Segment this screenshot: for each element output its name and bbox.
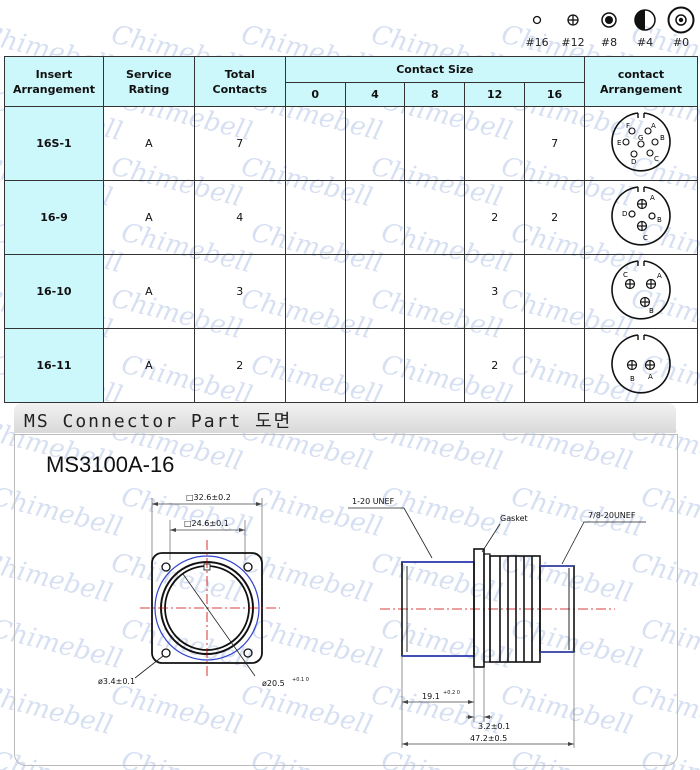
dim-length-1: 19.1 — [422, 692, 440, 701]
dim-bore-tolerance: +0.1 0 — [292, 677, 309, 683]
label-thread-1: 1-20 UNEF — [352, 497, 395, 506]
cell-arrangement: A B C D — [584, 180, 698, 255]
cell-total: 7 — [193, 106, 286, 181]
pin-label: C — [654, 155, 659, 163]
legend-label: #12 — [561, 36, 585, 49]
pin-label: G — [638, 134, 643, 142]
arrangement-diagram-16s-1: F A B C D E G — [611, 112, 671, 172]
pin-label: B — [660, 134, 665, 142]
pin-label: A — [648, 373, 653, 381]
header-contact-arrangement: contact Arrangement — [584, 56, 698, 107]
section-banner: MS Connector Part 도면 — [14, 403, 676, 433]
cell-total: 3 — [193, 254, 286, 329]
cell-size-12 — [464, 106, 526, 181]
label-gasket: Gasket — [500, 514, 528, 523]
dim-outer-square: □32.6±0.2 — [186, 493, 231, 502]
cell-arrangement: F A B C D E G — [584, 106, 698, 181]
legend-label: #0 — [672, 36, 690, 49]
cell-size-0 — [284, 254, 346, 329]
insert-arrangement-table: Insert Arrangement Service Rating Total … — [4, 56, 698, 403]
legend-item-4: #4 — [630, 6, 660, 49]
legend-item-8: #8 — [594, 6, 624, 49]
dim-mount-hole: ø3.4±0.1 — [98, 677, 135, 686]
header-size-0: 0 — [284, 82, 346, 107]
cell-size-16 — [524, 328, 585, 403]
pin-label: D — [622, 210, 627, 218]
cell-service: A — [102, 180, 195, 255]
header-size-4: 4 — [344, 82, 406, 107]
cell-insert: 16-10 — [4, 254, 104, 329]
dim-bore: ø20.5 — [262, 679, 285, 688]
label-thread-2: 7/8-20UNEF — [588, 511, 636, 520]
cell-size-4 — [344, 180, 406, 255]
cell-size-16: 2 — [524, 180, 585, 255]
legend-item-16: #16 — [522, 6, 552, 49]
cell-arrangement: A B C — [584, 254, 698, 329]
pin-label: A — [650, 194, 655, 202]
pin-label: E — [617, 139, 621, 147]
arrangement-diagram-16-9: A B C D — [611, 186, 671, 246]
legend-item-12: #12 — [558, 6, 588, 49]
drawing-frame — [14, 434, 678, 766]
legend-label: #16 — [525, 36, 549, 49]
contact-size-legend: #16 #12 #8 #4 #0 — [522, 6, 696, 49]
pin-label: B — [649, 307, 654, 315]
legend-label: #8 — [600, 36, 618, 49]
cell-insert: 16S-1 — [4, 106, 104, 181]
cell-service: A — [102, 254, 195, 329]
model-number: MS3100A-16 — [46, 452, 175, 477]
pin-label: A — [651, 122, 656, 130]
arrangement-diagram-16-11: A B — [611, 334, 671, 394]
contact-12-icon — [567, 14, 579, 26]
contact-8-icon — [601, 12, 617, 28]
cell-size-8 — [404, 180, 466, 255]
dim-gasket-thickness: 3.2±0.1 — [478, 722, 510, 731]
header-size-16: 16 — [524, 82, 585, 107]
pin-label: B — [657, 216, 662, 224]
cell-arrangement: A B — [584, 328, 698, 403]
dim-inner-square: □24.6±0.1 — [184, 519, 229, 528]
pin-label: F — [626, 122, 630, 130]
dim-length-1-tolerance: +0.2 0 — [443, 690, 460, 696]
contact-16-icon — [532, 15, 542, 25]
table-row: 16-11 A 2 2 A B — [4, 328, 698, 403]
header-contact-size: Contact Size — [284, 56, 586, 83]
table-row: 16S-1 A 7 7 F A B C D — [4, 106, 698, 181]
cell-total: 2 — [193, 328, 286, 403]
contact-0-icon — [667, 6, 695, 34]
cell-size-12: 3 — [464, 254, 526, 329]
legend-label: #4 — [636, 36, 654, 49]
header-insert-arrangement: Insert Arrangement — [4, 56, 104, 107]
section-title: MS Connector Part 도면 — [24, 411, 293, 432]
pin-label: C — [643, 234, 648, 242]
cell-total: 4 — [193, 180, 286, 255]
arrangement-diagram-16-10: A B C — [611, 260, 671, 320]
front-view: □32.6±0.2 □24.6±0.1 ø20.5 +0.1 0 ø3.4±0.… — [98, 493, 309, 688]
table-row: 16-10 A 3 3 A B C — [4, 254, 698, 329]
header-size-12: 12 — [464, 82, 526, 107]
pin-label: D — [631, 158, 636, 166]
pin-label: A — [657, 272, 662, 280]
cell-service: A — [102, 328, 195, 403]
cell-insert: 16-11 — [4, 328, 104, 403]
header-size-8: 8 — [404, 82, 466, 107]
side-view: 1-20 UNEF Gasket 7/8-20UNEF 19.1 +0.2 0 … — [348, 497, 646, 748]
pin-label: C — [623, 271, 628, 279]
cell-size-4 — [344, 254, 406, 329]
header-total-contacts: Total Contacts — [193, 56, 286, 107]
pin-label: B — [630, 375, 635, 383]
contact-4-icon — [634, 9, 656, 31]
table-row: 16-9 A 4 2 2 A B C — [4, 180, 698, 255]
cell-service: A — [102, 106, 195, 181]
legend-item-0: #0 — [666, 6, 696, 49]
dim-total-length: 47.2±0.5 — [470, 734, 507, 743]
cell-size-4 — [344, 106, 406, 181]
cell-size-8 — [404, 328, 466, 403]
